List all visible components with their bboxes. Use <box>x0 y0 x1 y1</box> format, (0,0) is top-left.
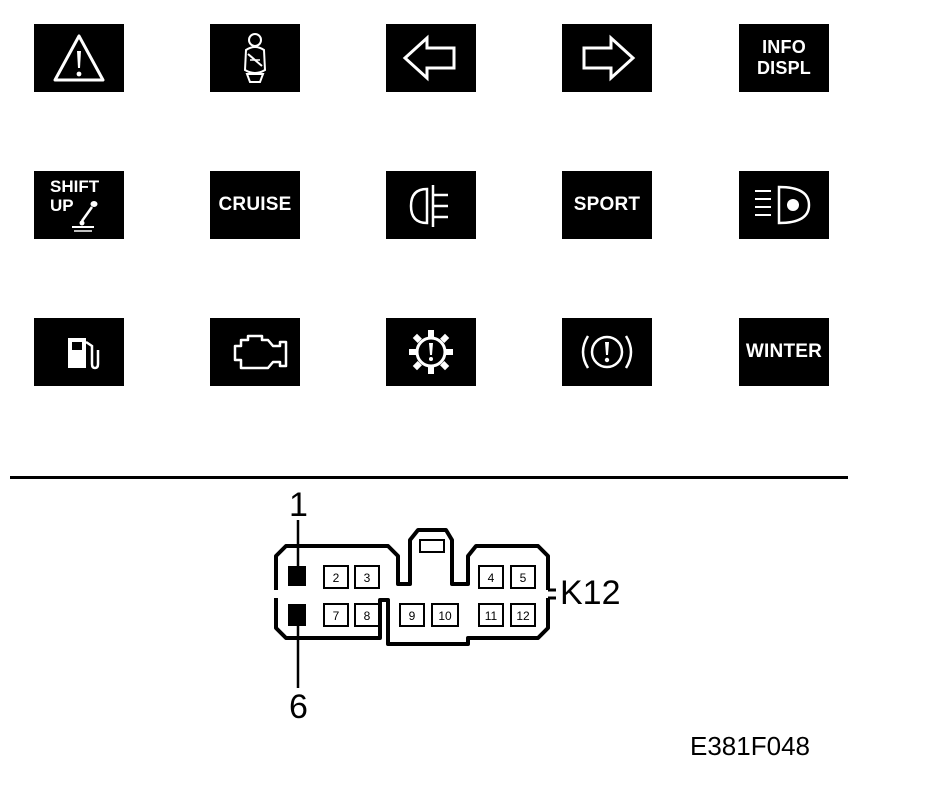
cruise-label: CRUISE <box>218 194 292 215</box>
pin-12: 12 <box>516 608 530 623</box>
high-beam-tile <box>739 171 829 239</box>
high-beam-icon <box>755 185 811 225</box>
connector-name: K12 <box>560 574 621 612</box>
turn-right-tile <box>562 24 652 92</box>
engine-check-icon <box>233 334 288 370</box>
rear-fog-tile <box>386 171 476 239</box>
sport-tile: SPORT <box>562 171 652 239</box>
engine-tile <box>210 318 300 386</box>
arrow-right-icon <box>582 34 636 82</box>
sport-label: SPORT <box>573 194 641 215</box>
shift-up-line-2: UP <box>50 196 74 215</box>
callout-pin-1: 1 <box>289 486 308 524</box>
pin-11: 11 <box>484 608 498 623</box>
info-displ-line-1: INFO <box>762 37 806 57</box>
pin-7: 7 <box>332 608 340 623</box>
pin-3: 3 <box>363 570 371 585</box>
shift-up-tile: SHIFT UP <box>34 171 124 239</box>
fuel-tile <box>34 318 124 386</box>
pin-10: 10 <box>438 608 452 623</box>
cog-warning-icon <box>409 330 453 374</box>
info-displ-label: INFO DISPL <box>739 24 829 92</box>
gear-lever-icon <box>72 201 98 232</box>
warning-triangle-tile <box>34 24 124 92</box>
figure-code: E381F048 <box>690 731 810 761</box>
seat-belt-icon <box>243 33 267 83</box>
pin-5: 5 <box>519 570 527 585</box>
turn-left-tile <box>386 24 476 92</box>
info-displ-line-2: DISPL <box>756 58 811 78</box>
gearbox-warning-tile <box>386 318 476 386</box>
section-divider <box>10 476 848 479</box>
fuel-pump-icon <box>68 338 100 370</box>
pin-8: 8 <box>363 608 371 623</box>
pin-4: 4 <box>487 570 495 585</box>
arrow-left-icon <box>402 34 456 82</box>
brake-warning-icon <box>581 335 633 369</box>
pin-2: 2 <box>332 570 340 585</box>
shift-up-line-1: SHIFT <box>50 177 100 196</box>
callout-pin-6: 6 <box>289 688 308 726</box>
seat-belt-tile <box>210 24 300 92</box>
shift-up-label: SHIFT UP <box>50 177 99 215</box>
winter-tile: WINTER <box>739 318 829 386</box>
info-displ-tile: INFO DISPL <box>739 24 829 92</box>
cruise-tile: CRUISE <box>210 171 300 239</box>
winter-label: WINTER <box>745 341 823 362</box>
warning-triangle-icon <box>53 34 105 82</box>
pin-9: 9 <box>408 608 416 623</box>
brake-warning-tile <box>562 318 652 386</box>
rear-fog-light-icon <box>409 185 448 227</box>
